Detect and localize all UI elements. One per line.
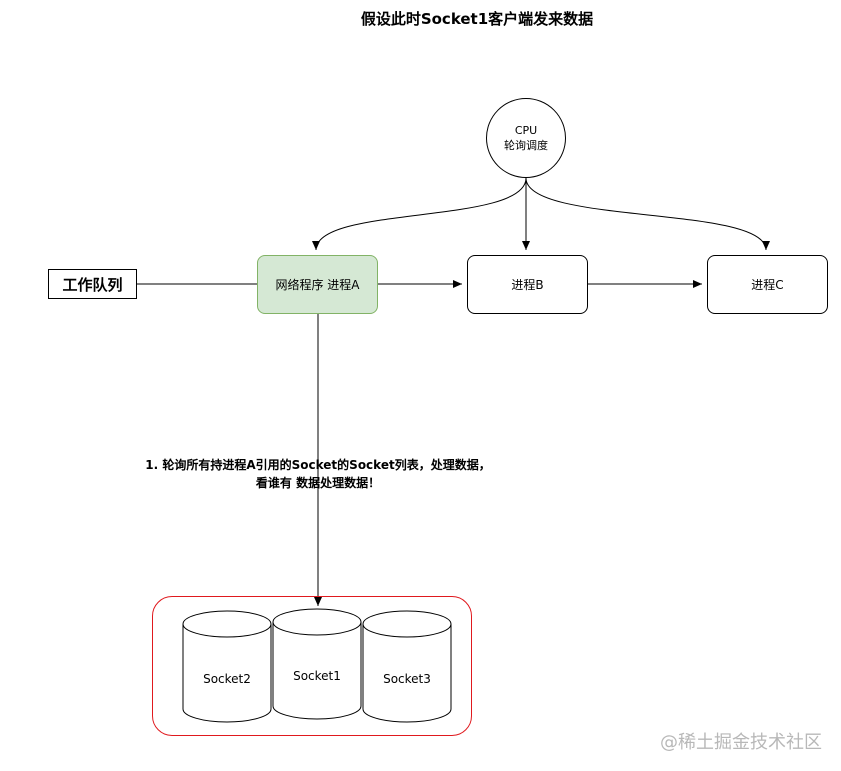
annotation-line-1: 1. 轮询所有持进程A引用的Socket的Socket列表，处理数据， [145, 458, 491, 472]
cylinder-socket1 [272, 608, 362, 720]
process-a-node: 网络程序 进程A [257, 255, 378, 314]
annotation-line-2: 看谁有 数据处理数据！ [255, 476, 381, 490]
cpu-label: CPU [514, 124, 538, 137]
diagram-title: 假设此时Socket1客户端发来数据 [360, 10, 594, 28]
socket-group [152, 596, 472, 736]
watermark: @稀土掘金技术社区 [660, 732, 822, 753]
cylinder-socket2 [182, 610, 272, 723]
work-queue-node: 工作队列 [48, 269, 137, 299]
cpu-node: CPU 轮询调度 [486, 98, 566, 178]
socket2-label: Socket2 [203, 672, 251, 686]
edge-cpu-to-a [312, 177, 527, 251]
edge-cpu-to-c [525, 177, 770, 251]
cpu-sublabel: 轮询调度 [504, 139, 548, 152]
cylinder-socket3 [362, 610, 452, 723]
process-c-node: 进程C [707, 255, 828, 314]
socket1-label: Socket1 [293, 669, 341, 683]
annotation: 1. 轮询所有持进程A引用的Socket的Socket列表，处理数据， 看谁有 … [118, 456, 518, 492]
process-b-node: 进程B [467, 255, 588, 314]
socket3-label: Socket3 [383, 672, 431, 686]
